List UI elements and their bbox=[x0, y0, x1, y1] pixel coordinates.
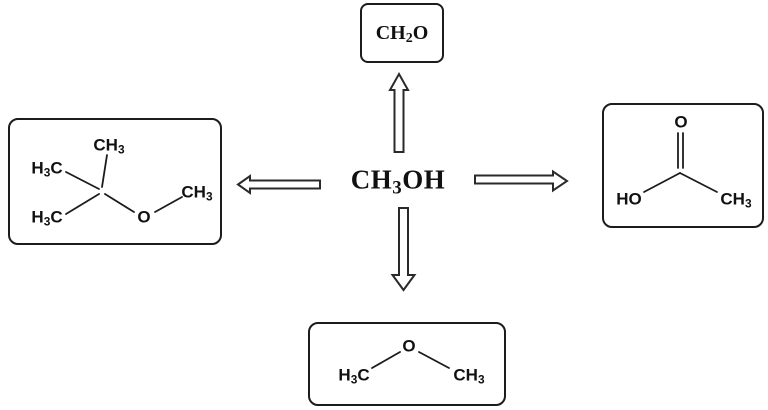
atom-label-carbonyl-oxygen: O bbox=[674, 112, 688, 132]
atom-label-hydroxyl: HO bbox=[616, 189, 642, 209]
atom-label-h3c-upper: H3C bbox=[31, 158, 63, 180]
atom-label-ch3-right: CH3 bbox=[181, 182, 213, 204]
atom-label-methyl: CH3 bbox=[720, 189, 752, 211]
mtbe-structure-bonds bbox=[65, 154, 183, 215]
atom-label-ch3-right: CH3 bbox=[453, 365, 485, 387]
arrow-down-to-dimethyl-ether-icon bbox=[390, 207, 417, 292]
acetic-acid-box: O HO CH3 bbox=[602, 103, 764, 228]
formaldehyde-box: CH2O bbox=[360, 3, 444, 63]
atom-label-h3c-left: H3C bbox=[338, 365, 370, 387]
atom-label-h3c-lower: H3C bbox=[31, 207, 63, 229]
methanol-formula: CH3OH bbox=[350, 164, 446, 199]
acetic-acid-structure-bonds bbox=[643, 132, 718, 193]
arrow-up-to-formaldehyde-icon bbox=[388, 71, 410, 153]
dimethyl-ether-structure-bonds bbox=[371, 351, 450, 369]
arrow-left-to-mtbe-icon bbox=[236, 174, 321, 195]
atom-label-ch3-top: CH3 bbox=[93, 135, 125, 157]
mtbe-box: CH3 H3C H3C O CH3 bbox=[8, 118, 222, 245]
arrow-right-to-acetic-acid-icon bbox=[474, 169, 569, 193]
atom-label-ether-oxygen: O bbox=[402, 336, 416, 356]
dimethyl-ether-box: H3C O CH3 bbox=[308, 322, 506, 406]
atom-label-oxygen: O bbox=[137, 207, 151, 227]
formaldehyde-formula: CH2O bbox=[375, 22, 429, 47]
